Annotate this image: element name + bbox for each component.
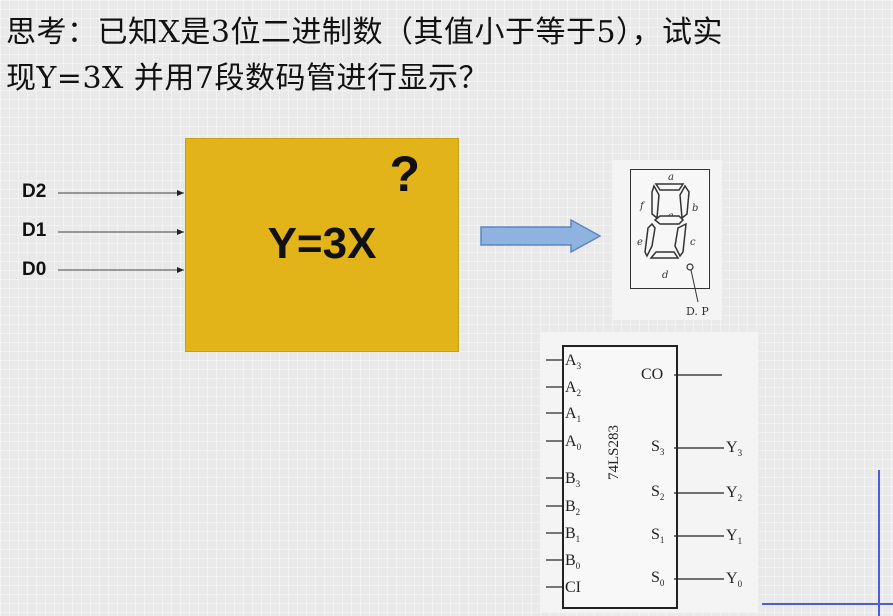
segment-c <box>674 222 687 258</box>
segments <box>644 183 690 259</box>
pin-s2: S2 <box>651 483 665 503</box>
segment-d <box>649 251 680 259</box>
segment-label-a: a <box>668 172 674 183</box>
segment-label-e: e <box>637 237 643 248</box>
block-equation: Y=3X <box>267 219 377 268</box>
segment-b <box>679 184 690 220</box>
segment-e <box>644 222 656 258</box>
right-pin-lines <box>674 374 724 580</box>
output-arrow <box>480 218 602 254</box>
question-line-2: 现Y=3X 并用7段数码管进行显示？ <box>6 61 490 96</box>
question-text: 思考：已知X是3位二进制数（其值小于等于5），试实 现Y=3X 并用7段数码管进… <box>6 10 891 102</box>
segment-label-b: b <box>692 203 699 214</box>
pin-a2: A2 <box>565 379 582 399</box>
output-y0: Y0 <box>726 570 743 590</box>
output-y2: Y2 <box>726 484 743 504</box>
pin-a3: A3 <box>565 352 582 372</box>
segment-a <box>654 183 685 191</box>
segment-label-d: d <box>662 270 669 281</box>
logic-block: ? Y=3X <box>185 138 459 352</box>
pin-b1: B1 <box>565 525 581 545</box>
decimal-point-dot <box>686 263 694 271</box>
input-label-d2: D2 <box>22 181 47 202</box>
pin-b3: B3 <box>565 470 581 490</box>
segment-label-c: c <box>690 237 696 248</box>
segment-f <box>651 184 660 220</box>
pin-ci: CI <box>565 579 581 596</box>
output-y1: Y1 <box>726 527 743 547</box>
pin-co: CO <box>641 366 664 383</box>
question-mark: ? <box>389 146 420 202</box>
question-line-1: 思考：已知X是3位二进制数（其值小于等于5），试实 <box>6 15 724 50</box>
pin-s1: S1 <box>651 526 665 546</box>
pin-b2: B2 <box>565 498 581 518</box>
output-y3: Y3 <box>726 439 743 459</box>
pin-s0: S0 <box>651 569 665 589</box>
pin-a1: A1 <box>565 405 582 425</box>
segment-g <box>653 215 685 225</box>
decimal-point-label: D. P <box>686 305 709 318</box>
decimal-point-leader <box>690 269 699 303</box>
pin-a0: A0 <box>565 433 582 453</box>
pin-b0: B0 <box>565 552 581 572</box>
input-label-d0: D0 <box>22 259 47 280</box>
segment-label-f: f <box>640 201 644 212</box>
left-pin-stubs <box>546 359 562 588</box>
input-label-d1: D1 <box>22 220 47 241</box>
pin-s3: S3 <box>651 438 665 458</box>
adder-chip <box>562 345 678 609</box>
